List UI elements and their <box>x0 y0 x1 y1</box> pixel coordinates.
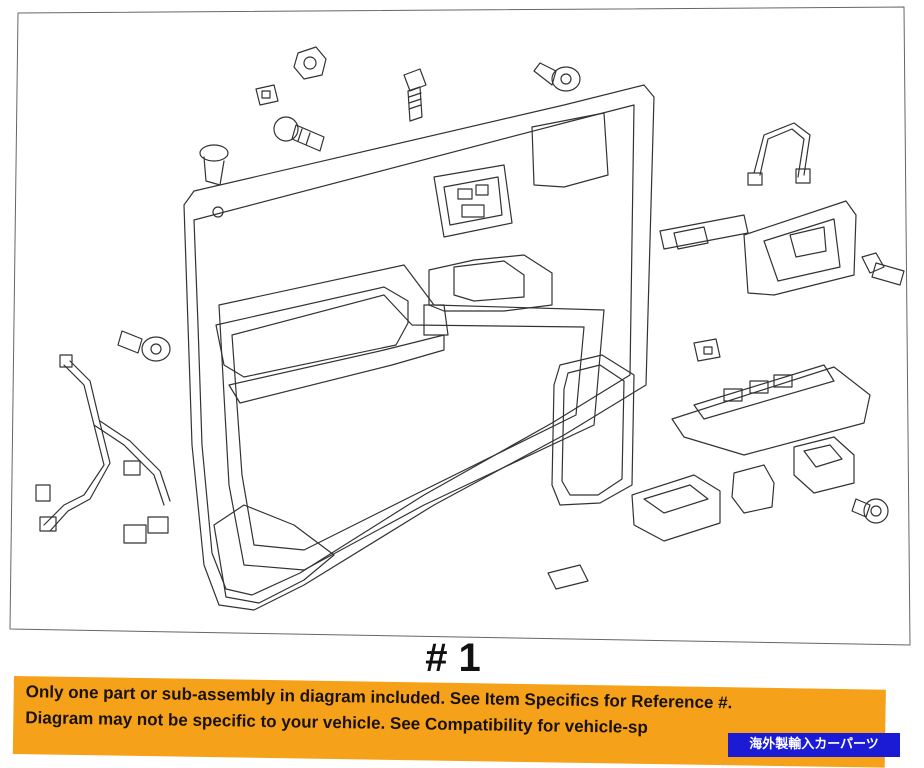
door-trim-panel <box>183 84 655 611</box>
parts-diagram <box>4 5 916 650</box>
push-pin-lower-right <box>851 498 889 524</box>
shop-badge: 海外製輸入カーパーツ <box>728 733 900 757</box>
push-pin-left <box>117 330 171 362</box>
switch-bezel-right <box>659 214 749 250</box>
bolt-right <box>861 252 905 286</box>
wire-harness-top-right <box>747 122 811 186</box>
door-handle-assembly <box>743 200 857 296</box>
switch-block-left <box>631 474 721 542</box>
window-switch-panel <box>671 364 871 456</box>
pad-lower-center <box>547 564 589 590</box>
notice-line-1: Only one part or sub-assembly in diagram… <box>25 682 733 713</box>
retainer-top-left <box>199 144 229 186</box>
screw-left-upper <box>273 116 325 152</box>
switch-small-center <box>731 464 775 514</box>
switch-block-right <box>793 436 855 494</box>
clip-small-top <box>255 84 279 106</box>
wire-harness-left <box>35 354 171 544</box>
diagram-number-label: # 1 <box>425 636 481 680</box>
push-pin-top-right <box>533 62 581 92</box>
hex-nut-top <box>293 46 327 80</box>
door-trim-panel-diagram <box>9 6 911 646</box>
notice-line-2: Diagram may not be specific to your vehi… <box>25 708 648 737</box>
diagram-border <box>9 6 911 646</box>
clip-right-small <box>693 338 721 362</box>
bolt-top-center <box>403 68 427 122</box>
